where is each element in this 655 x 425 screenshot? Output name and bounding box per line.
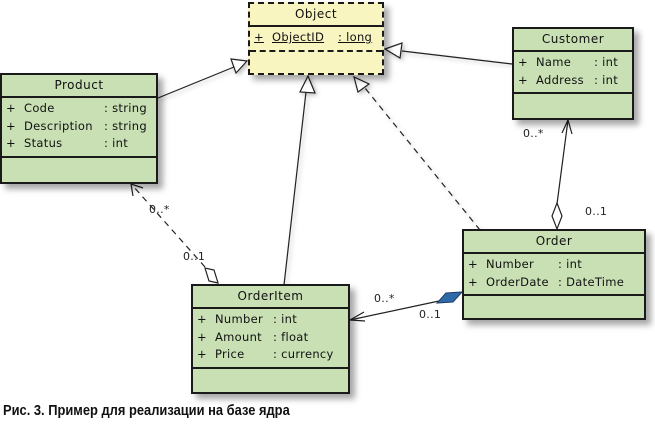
class-customer[interactable]: Customer + Name : int + Address : int <box>512 27 634 120</box>
composition-order-orderitem <box>347 291 464 322</box>
attribute: + ObjectID : long <box>250 29 382 47</box>
attribute-type: : string <box>104 101 147 115</box>
class-product[interactable]: Product + Code : string + Description : … <box>0 73 158 184</box>
visibility: + <box>6 101 16 115</box>
attribute-name: ObjectID <box>272 30 325 44</box>
attribute: + Code : string <box>2 100 156 118</box>
attribute: + Number : int <box>464 256 644 274</box>
attribute: + OrderDate : DateTime <box>464 274 644 292</box>
attribute-name: Number <box>215 312 263 326</box>
operation-list <box>514 94 632 114</box>
attribute-name: Amount <box>215 329 262 344</box>
visibility: + <box>197 312 207 326</box>
attribute: + Amount : float <box>193 329 348 347</box>
class-orderitem[interactable]: OrderItem + Number : int + Amount : floa… <box>191 284 350 394</box>
attribute-list: + ObjectID : long <box>250 27 382 52</box>
attribute: + Name : int <box>514 54 632 72</box>
hollow-triangle-arrowhead <box>230 58 249 75</box>
attribute-type: : float <box>273 329 309 344</box>
visibility: + <box>6 118 16 133</box>
operation-list <box>2 158 156 178</box>
attribute-list: + Number : int + Amount : float + Price … <box>193 309 348 369</box>
multiplicity-order-orderitem-end: 0..1 <box>419 308 442 321</box>
attribute-type: : int <box>104 136 129 150</box>
attribute-list: + Number : int + OrderDate : DateTime <box>464 254 644 296</box>
multiplicity-customer-end: 0..* <box>523 127 544 140</box>
visibility: + <box>254 30 264 44</box>
attribute-list: + Name : int + Address : int <box>514 52 632 94</box>
operation-list <box>464 296 644 316</box>
class-name: OrderItem <box>193 286 348 309</box>
attribute-name: OrderDate <box>486 274 549 289</box>
multiplicity-product-end: 0..* <box>149 203 170 216</box>
visibility: + <box>468 257 478 271</box>
attribute-type: : string <box>104 118 147 133</box>
attribute-name: Name <box>536 55 572 69</box>
aggregation-orderitem-product <box>130 183 219 284</box>
attribute-name: Address <box>536 72 584 87</box>
multiplicity-orderitem-product-end: 0..1 <box>183 250 206 263</box>
aggregation-order-customer <box>551 118 573 231</box>
attribute-type: : currency <box>273 347 334 361</box>
attribute-list: + Code : string + Description : string +… <box>2 98 156 158</box>
attribute-type: : int <box>273 312 298 326</box>
realization-order-object <box>353 75 481 231</box>
attribute-name: Code <box>24 101 55 115</box>
attribute: + Status : int <box>2 135 156 153</box>
attribute: + Price : currency <box>193 346 348 364</box>
multiplicity-orderitem-end: 0..* <box>374 292 395 305</box>
attribute: + Address : int <box>514 72 632 90</box>
attribute-type: : int <box>594 72 619 87</box>
attribute-name: Status <box>24 136 63 150</box>
visibility: + <box>197 329 207 344</box>
visibility: + <box>518 55 528 69</box>
attribute-type: : int <box>594 55 619 69</box>
attribute-type: : int <box>558 257 583 271</box>
visibility: + <box>197 347 207 361</box>
class-name: Object <box>250 4 382 27</box>
class-object[interactable]: Object + ObjectID : long <box>248 2 384 75</box>
generalization-orderitem-object <box>283 74 316 286</box>
class-name: Order <box>464 231 644 254</box>
open-arrowhead <box>130 183 144 197</box>
attribute: + Description : string <box>2 118 156 136</box>
hollow-triangle-arrowhead <box>299 74 316 94</box>
attribute-name: Number <box>486 257 534 271</box>
attribute-name: Description <box>24 118 93 133</box>
class-name: Customer <box>514 29 632 52</box>
attribute-type: : long <box>338 30 373 44</box>
class-name: Product <box>2 75 156 98</box>
class-order[interactable]: Order + Number : int + OrderDate : DateT… <box>462 229 646 320</box>
visibility: + <box>6 136 16 150</box>
visibility: + <box>468 274 478 289</box>
hollow-triangle-arrowhead <box>383 42 403 59</box>
operation-list <box>250 52 382 72</box>
hollow-diamond <box>551 201 563 231</box>
attribute: + Number : int <box>193 311 348 329</box>
attribute-name: Price <box>215 347 245 361</box>
open-arrowhead <box>347 311 366 322</box>
filled-diamond <box>435 291 464 304</box>
hollow-triangle-arrowhead <box>353 75 371 93</box>
operation-list <box>193 369 348 389</box>
figure-caption: Рис. 3. Пример для реализации на базе яд… <box>3 402 290 419</box>
hollow-diamond <box>204 267 219 284</box>
attribute-type: : DateTime <box>558 274 625 289</box>
generalization-product-object <box>157 58 249 99</box>
multiplicity-order-customer-end: 0..1 <box>585 205 608 218</box>
visibility: + <box>518 72 528 87</box>
generalization-customer-object <box>383 42 513 65</box>
open-arrowhead <box>561 118 573 135</box>
